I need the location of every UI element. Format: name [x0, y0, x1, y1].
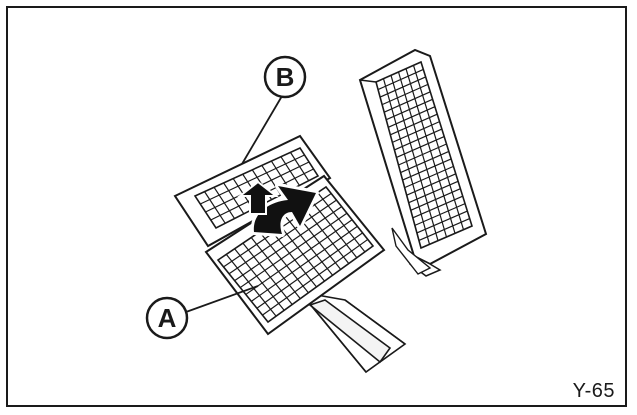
mesh-line [228, 199, 337, 275]
mesh-line [400, 150, 450, 174]
figure-id: Y-65 [572, 380, 615, 402]
mesh-line [262, 238, 369, 316]
mesh-line [259, 231, 309, 294]
callout-a: A [145, 296, 189, 340]
mesh-line [379, 76, 426, 98]
mesh-line [406, 173, 457, 196]
mesh-line [317, 192, 366, 253]
mesh-line [242, 242, 293, 305]
mesh-line [388, 106, 436, 128]
callout-a-label: A [158, 303, 177, 333]
mesh-line [396, 135, 445, 159]
mesh-line [383, 91, 431, 113]
mesh-line [199, 154, 305, 205]
callout-b-leader [241, 95, 283, 165]
mesh-line [418, 217, 470, 242]
mesh-line [283, 214, 334, 276]
callout-a-leader [185, 285, 259, 313]
mesh-line [394, 128, 443, 151]
mesh-line [234, 248, 285, 311]
mesh-line [412, 195, 463, 219]
mesh-line [408, 180, 459, 204]
figure-border [6, 6, 627, 407]
mesh-line [404, 165, 454, 189]
right-filter-panel [358, 48, 488, 277]
mesh-line [275, 220, 326, 282]
mesh-line [392, 121, 440, 143]
mesh-line [308, 197, 358, 259]
mesh-line [381, 83, 429, 106]
mesh-line [414, 203, 466, 226]
filter-panel-a [204, 174, 386, 336]
mesh-line [250, 225, 358, 302]
mesh-line [250, 237, 301, 299]
mesh-line [377, 68, 424, 91]
callout-b-label: B [276, 62, 295, 92]
mesh-line [234, 206, 343, 282]
mesh-line [410, 188, 461, 211]
mesh-line [390, 113, 438, 136]
curved-arrow-icon [237, 180, 319, 237]
right-panel-grid [377, 65, 470, 245]
callout-b: B [263, 55, 307, 99]
mesh-line [256, 232, 363, 309]
mesh-line [239, 212, 348, 289]
mesh-line [385, 98, 433, 121]
mesh-line [402, 158, 452, 181]
panel-stand [297, 290, 407, 374]
mesh-line [245, 219, 353, 295]
mesh-line [225, 254, 277, 317]
mesh-line [398, 143, 447, 166]
mesh-line [416, 210, 468, 234]
